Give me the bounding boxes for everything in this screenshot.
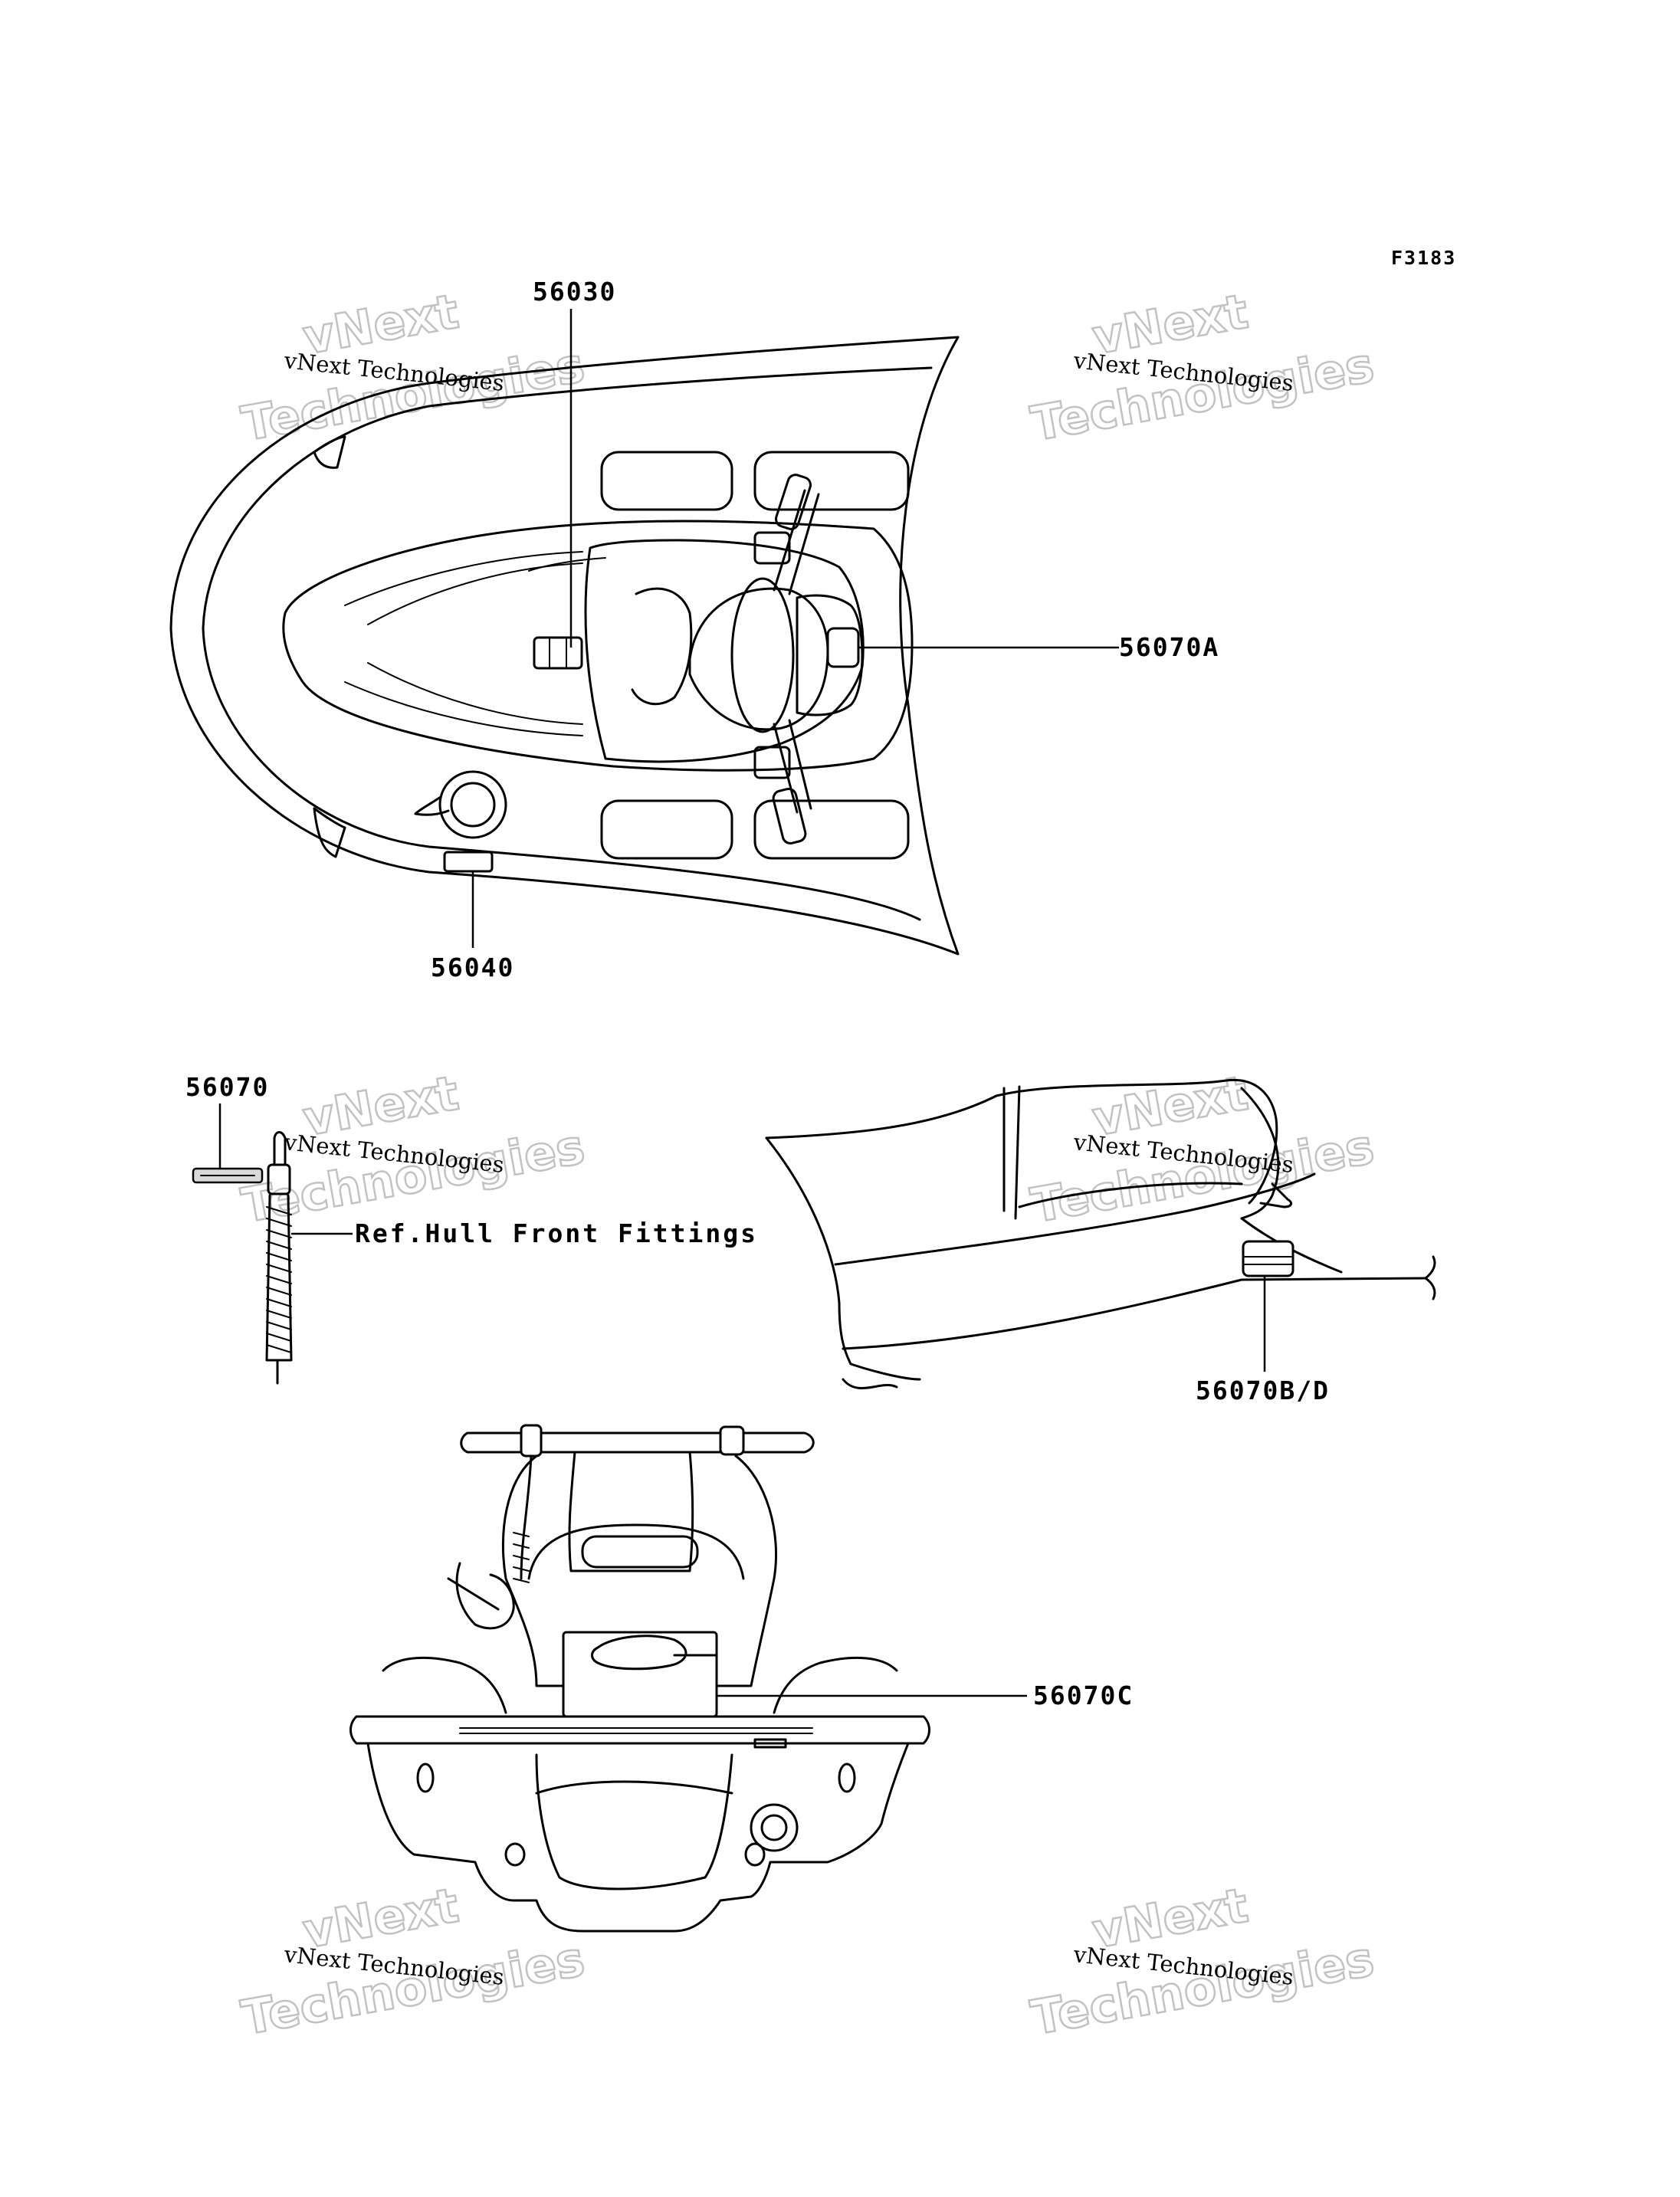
callout-56030: 56030 xyxy=(533,277,616,307)
side-view-seat xyxy=(765,1078,1436,1389)
watermark-bottom-right: vNext Technologies vNext Technologies xyxy=(1026,1876,1379,2047)
top-view-bow xyxy=(169,336,960,956)
callout-56070a: 56070A xyxy=(1119,632,1219,662)
callout-56070c: 56070C xyxy=(1033,1681,1134,1710)
rear-view xyxy=(349,1424,930,1933)
callout-ref-hull: Ref.Hull Front Fittings xyxy=(355,1218,758,1248)
callout-56070: 56070 xyxy=(185,1072,269,1102)
figure-id: F3183 xyxy=(1391,247,1456,269)
callout-56040: 56040 xyxy=(431,953,514,982)
watermark-mid-left: vNext Technologies vNext Technologies xyxy=(237,1064,589,1235)
watermark-bottom-left: vNext Technologies vNext Technologies xyxy=(237,1876,589,2047)
watermark-top-right: vNext Technologies vNext Technologies xyxy=(1026,282,1379,453)
watermark-top-left: vNext Technologies vNext Technologies xyxy=(237,282,589,453)
callout-56070bd: 56070B/D xyxy=(1196,1376,1330,1405)
lanyard-detail xyxy=(192,1131,293,1385)
